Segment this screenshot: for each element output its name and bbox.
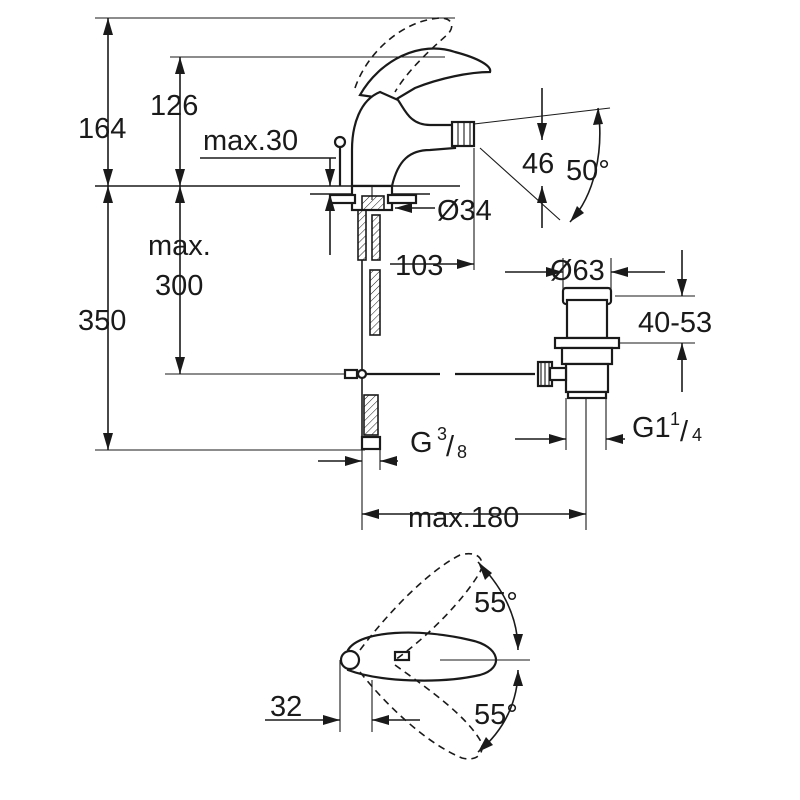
lever-handle [358, 47, 492, 102]
svg-text:3: 3 [437, 424, 447, 444]
label-103: 103 [395, 250, 443, 282]
svg-text:4: 4 [692, 425, 702, 445]
label-32: 32 [270, 691, 302, 723]
label-d34: Ø34 [437, 195, 492, 227]
label-350: 350 [78, 305, 126, 337]
faucet-side-view [95, 17, 535, 451]
label-164: 164 [78, 113, 126, 145]
svg-text:8: 8 [457, 442, 467, 462]
dimension-labels: 164 126 max.30 46 50° Ø34 max. 300 103 Ø… [78, 90, 712, 731]
label-55-bottom: 55° [474, 699, 518, 731]
svg-text:/: / [680, 416, 689, 448]
hose-nut [360, 435, 382, 451]
faucet-top-view [265, 553, 530, 760]
label-300: 300 [155, 270, 203, 302]
label-55-top: 55° [474, 587, 518, 619]
label-max: max. [148, 230, 211, 262]
label-46: 46 [522, 148, 554, 180]
dimension-lines [95, 17, 695, 530]
label-g38: G 3 / 8 [410, 424, 467, 463]
lever-rotated-up [359, 553, 483, 661]
label-g1-1-4: G1 1 / 4 [632, 409, 702, 448]
lever-top-view [346, 631, 498, 682]
svg-text:/: / [446, 431, 455, 463]
label-max180: max.180 [408, 502, 519, 534]
label-max30: max.30 [203, 125, 298, 157]
flex-hose-1 [357, 209, 367, 261]
lever-rotated-down [359, 664, 483, 760]
lever-handle-open [354, 17, 453, 93]
label-40-53: 40-53 [638, 307, 712, 339]
waste-assembly [536, 286, 621, 400]
faucet-body [350, 90, 457, 188]
flex-hose-2 [371, 214, 381, 261]
bidet-nozzle [450, 120, 476, 148]
svg-text:1: 1 [670, 409, 680, 429]
svg-text:G1: G1 [632, 412, 671, 444]
label-126: 126 [150, 90, 198, 122]
label-50-deg: 50° [566, 155, 610, 187]
label-d63: Ø63 [550, 255, 605, 287]
svg-text:G: G [410, 427, 433, 459]
